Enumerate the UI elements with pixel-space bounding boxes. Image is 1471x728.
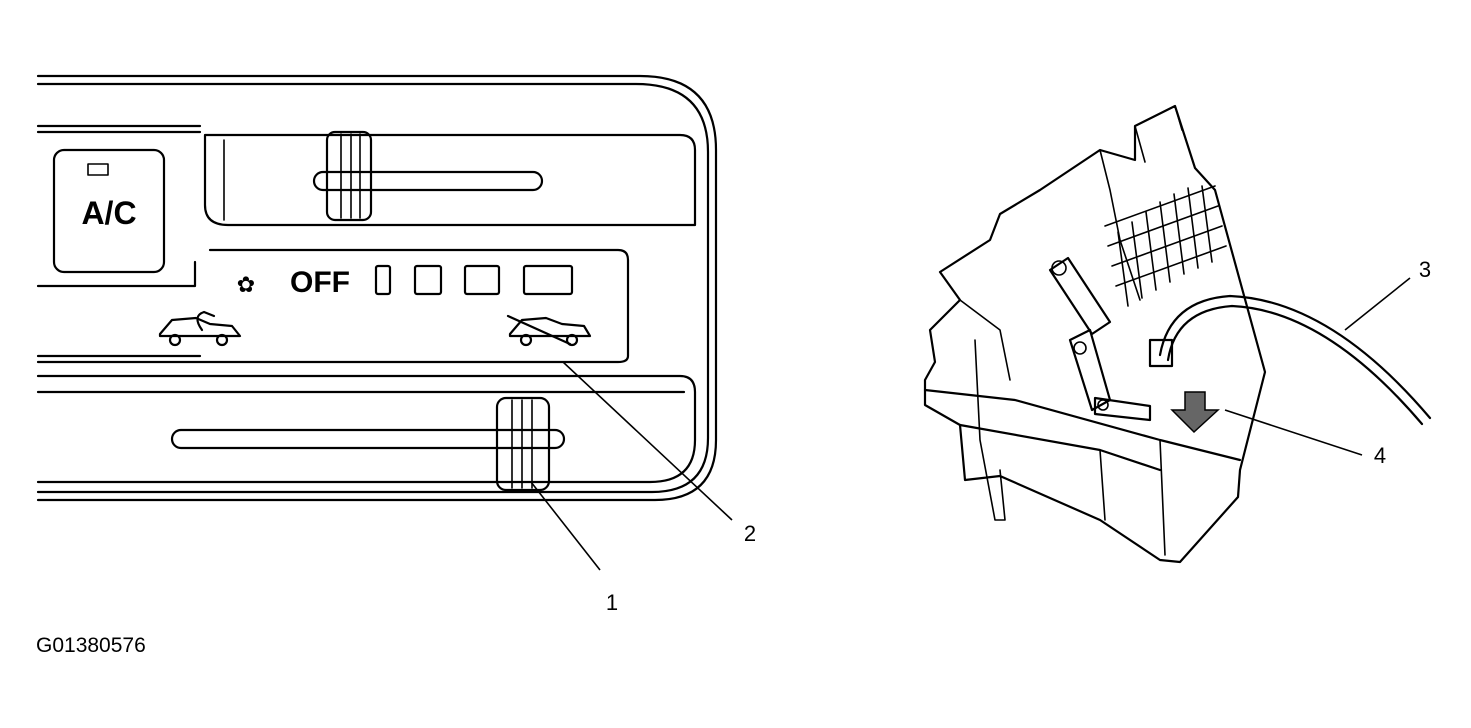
leader-2: [562, 361, 733, 521]
ac-button: A/C: [52, 148, 166, 274]
off-label: OFF: [290, 266, 350, 299]
figure-code: G01380576: [36, 634, 146, 657]
callout-2: 2: [744, 521, 756, 546]
control-panel: A/C ✿ OFF: [36, 74, 718, 502]
fan-icon: ✿: [237, 272, 255, 297]
control-cable: [1148, 294, 1432, 426]
callout-4: 4: [1374, 443, 1386, 468]
callout-1: 1: [606, 590, 618, 615]
heater-unit: [923, 104, 1432, 564]
ac-label: A/C: [81, 195, 136, 231]
fan-speed-window: ✿ OFF: [36, 248, 630, 364]
fresh-air-icon: [506, 314, 592, 347]
leader-1: [530, 481, 601, 571]
housing-grille: [1104, 185, 1227, 307]
leader-4: [1224, 409, 1363, 456]
lower-slider: [170, 396, 566, 492]
leader-3: [1344, 277, 1411, 331]
upper-slider: [203, 130, 697, 227]
door-linkage: [1048, 256, 1152, 422]
push-direction-arrow: [1170, 391, 1220, 434]
recirculate-air-icon: [158, 310, 242, 347]
callout-3: 3: [1419, 257, 1431, 282]
